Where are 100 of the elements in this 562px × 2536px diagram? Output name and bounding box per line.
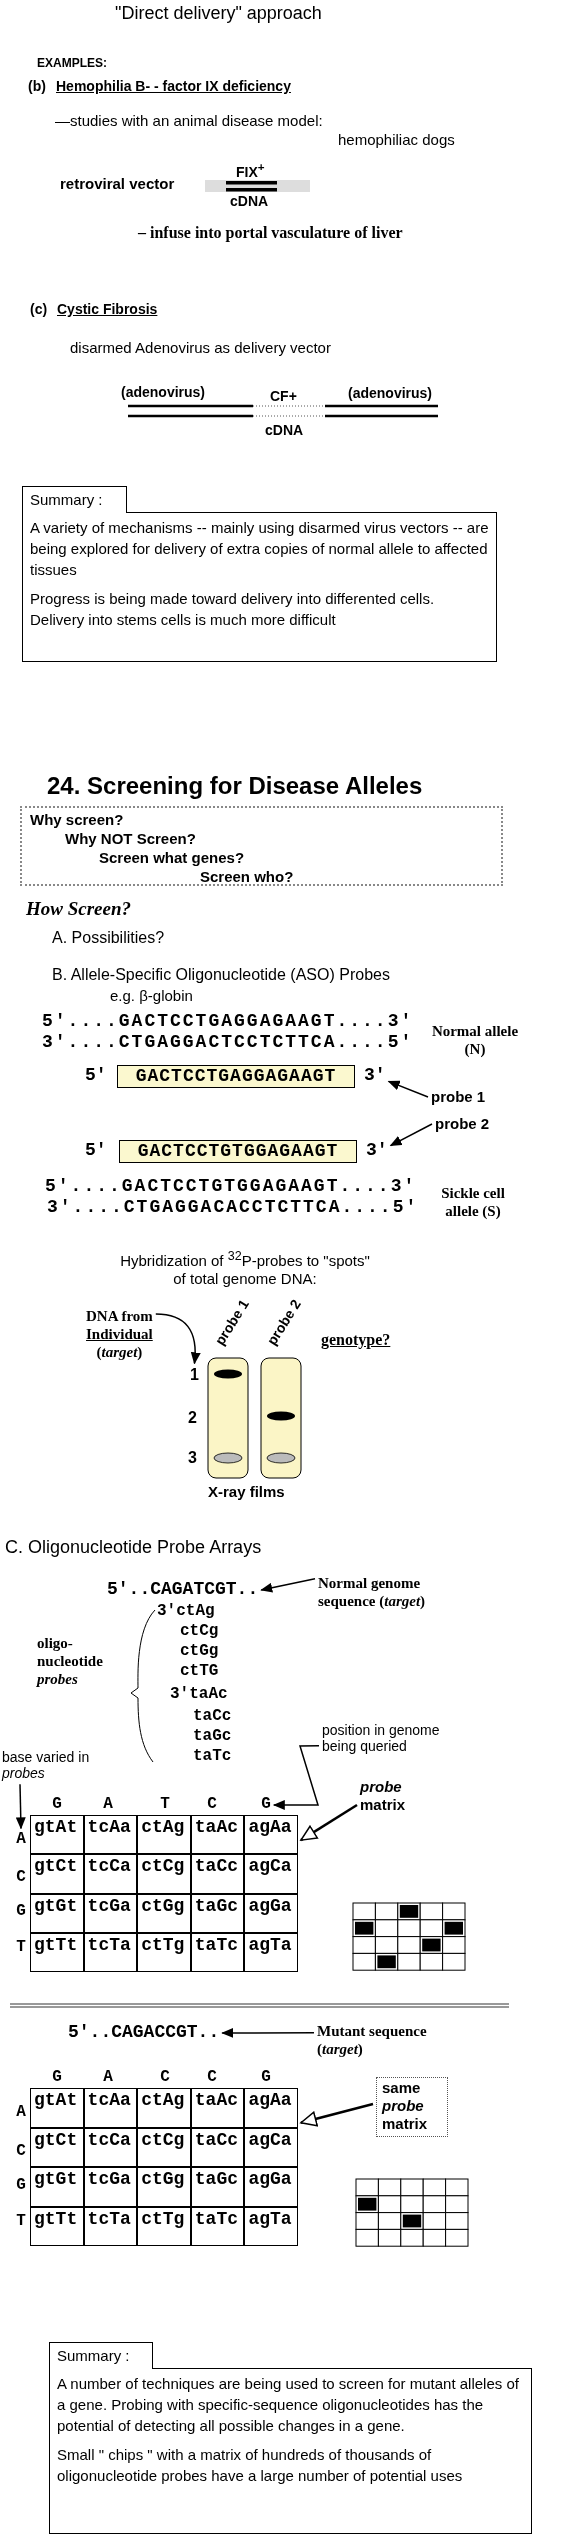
strand-end-label: 3'	[364, 1065, 386, 1087]
column-header: C	[160, 2068, 170, 2088]
section-heading: "Direct delivery" approach	[115, 3, 322, 25]
table-cell: gtAt	[30, 2088, 84, 2128]
sample-label: DNA from	[86, 1307, 153, 1325]
annotation-text: position in genome being queried	[322, 1721, 472, 1756]
list-item: A. Possibilities?	[52, 928, 165, 948]
table-cell: agTa	[244, 1932, 298, 1972]
table-cell: gtCt	[30, 1854, 84, 1894]
column-header: G	[261, 2068, 271, 2088]
table-cell: taGc	[190, 2167, 245, 2207]
sample-label: Individual	[86, 1325, 153, 1343]
question-text: genotype?	[321, 1330, 391, 1350]
table-cell: ctCg	[137, 1854, 191, 1894]
allele-label: Normal allele (N)	[430, 1022, 520, 1058]
table-cell: tcCa	[83, 1854, 138, 1894]
table-cell: agCa	[244, 1854, 298, 1894]
gene-label: FIX$^{+}$	[236, 159, 265, 181]
table-cell: agGa	[244, 2167, 298, 2207]
row-header: C	[16, 1868, 26, 1888]
table-cell: agAa	[244, 2088, 298, 2128]
row-header: T	[16, 1938, 26, 1958]
vector-label: (adenovirus)	[121, 383, 205, 401]
summary-text: A number of techniques are being used to screen for mutant alleles of a gene. Probing with specific-sequence oligonucleotides has the potential of detecting all possible changes in a gene.	[57, 2374, 520, 2436]
lane-number: 3	[188, 1448, 197, 1468]
arrow	[300, 2102, 374, 2127]
table-cell: taTc	[190, 2206, 245, 2246]
table-cell: gtGt	[30, 1893, 84, 1933]
table-cell: ctAg	[137, 1815, 191, 1855]
summary-tab: Summary :	[49, 2342, 153, 2369]
row-header: G	[16, 1902, 26, 1922]
arrow	[15, 1783, 26, 1830]
table-cell: taAc	[190, 2088, 245, 2128]
column-header: G	[261, 1795, 271, 1815]
table-cell: gtAt	[30, 1815, 84, 1855]
note-text: – infuse into portal vasculature of liver	[138, 223, 403, 243]
note-text: Hybridization of $^{32}$P-probes to "spots" of total genome DNA:	[120, 1249, 370, 1288]
lane-number: 1	[190, 1365, 199, 1385]
note-text: e.g. β-globin	[110, 987, 193, 1005]
table-cell: tcAa	[83, 1815, 138, 1855]
arrow	[272, 1745, 320, 1810]
column-header: T	[160, 1795, 170, 1815]
question-text: Screen what genes?	[99, 849, 245, 867]
probe-sequence: ctGg	[180, 1642, 219, 1662]
table-cell: ctTg	[137, 1932, 191, 1972]
dna-sequence: 3'....CTGAGGACACCTCTTCA....5'	[47, 1197, 419, 1219]
probe-sequence: 3'ctAg	[157, 1602, 215, 1622]
row-header: T	[16, 2212, 26, 2232]
arrow	[389, 1123, 433, 1147]
table-cell: agGa	[244, 1893, 298, 1933]
column-header: C	[207, 1795, 217, 1815]
strand-end-label: 5'	[85, 1140, 107, 1162]
sample-label: (target)	[96, 1343, 143, 1361]
example-heading: Cystic Fibrosis	[57, 300, 158, 318]
column-header: G	[52, 1795, 62, 1815]
column-header: G	[52, 2068, 62, 2088]
arrow	[221, 2027, 315, 2038]
probe-table	[30, 1815, 298, 1972]
dna-sequence: 5'..CAGATCGT..	[107, 1579, 259, 1601]
summary-text: Small " chips " with a matrix of hundreds of thousands of oligonucleotide probes have a large number of potential uses	[57, 2445, 464, 2486]
note-text: —studies with an animal disease model:	[55, 112, 323, 130]
probe-sequence: ctTG	[180, 1662, 219, 1682]
sequence-label: Normal genome sequence (target)	[318, 1574, 448, 1610]
strand-end-label: 3'	[366, 1140, 388, 1162]
section-heading: C. Oligonucleotide Probe Arrays	[5, 1537, 262, 1559]
arrow	[387, 1080, 429, 1098]
probe-sequence-box: GACTCCTGTGGAGAAGT	[119, 1140, 357, 1163]
note-text: disarmed Adenovirus as delivery vector	[70, 339, 331, 357]
gene-label: cDNA	[265, 421, 304, 439]
question-text: Why NOT Screen?	[65, 830, 196, 848]
table-cell: agCa	[244, 2127, 298, 2167]
summary-tab: Summary :	[22, 486, 127, 513]
table-cell: ctCg	[137, 2127, 191, 2167]
list-marker: (c)	[30, 300, 48, 318]
question-text: Why screen?	[30, 811, 124, 829]
summary-text: A variety of mechanisms -- mainly using disarmed virus vectors -- are being explored for delivery of extra copies of normal allele to affected tissues	[30, 518, 489, 580]
dna-sequence: 5'....GACTCCTGTGGAGAAGT....3'	[45, 1176, 417, 1198]
dna-sequence: 5'..CAGACCGT..	[68, 2022, 220, 2044]
strand-end-label: 5'	[85, 1065, 107, 1087]
row-header: G	[16, 2176, 26, 2196]
probe-sequence: 3'taAc	[170, 1685, 228, 1705]
table-cell: tcTa	[83, 2206, 138, 2246]
heading: How Screen?	[26, 897, 132, 921]
example-heading: Hemophilia B- - factor IX deficiency	[56, 77, 291, 95]
annotation-text: base varied in probes	[2, 1748, 102, 1783]
callout-label: probe matrix	[360, 1778, 422, 1814]
arrow	[300, 1803, 358, 1842]
probe-table	[30, 2088, 298, 2246]
lane-number: 2	[188, 1408, 197, 1428]
list-marker: (b)	[28, 77, 46, 95]
table-cell: tcGa	[83, 2167, 138, 2207]
table-cell: ctAg	[137, 2088, 191, 2128]
column-header: A	[103, 1795, 113, 1815]
probe-sequence: taCc	[193, 1707, 232, 1727]
table-cell: tcAa	[83, 2088, 138, 2128]
row-header: A	[16, 2103, 26, 2123]
section-title: 24. Screening for Disease Alleles	[47, 771, 423, 801]
arrow	[155, 1313, 201, 1365]
vector-label: (adenovirus)	[348, 384, 432, 402]
arrow	[260, 1577, 316, 1593]
